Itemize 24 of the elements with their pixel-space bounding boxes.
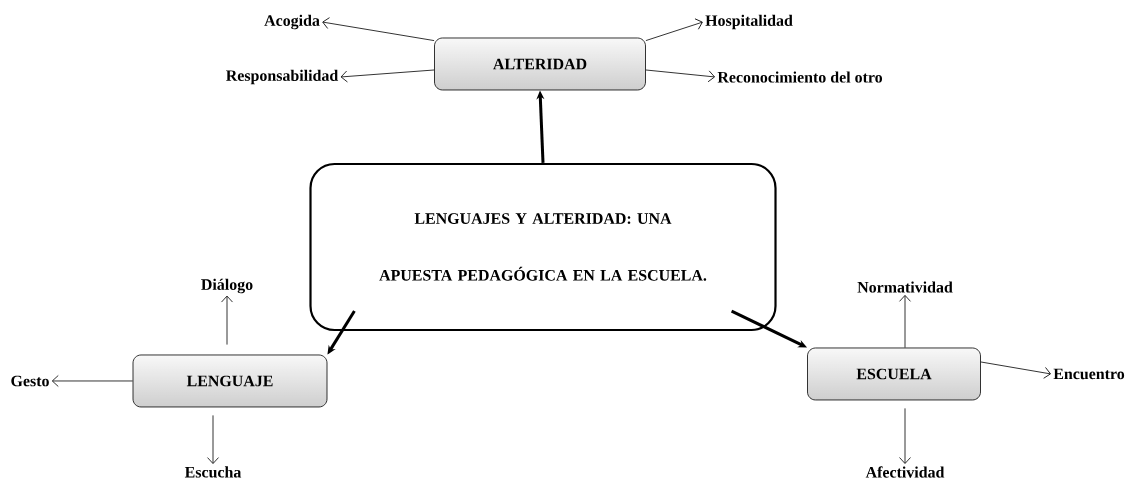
arrow [980,361,1051,379]
concept-label: Diálogo [201,278,253,294]
concept-label: Afectividad [865,466,945,478]
arrow [645,18,703,41]
concept-label: Reconocimiento del otro [717,71,883,83]
arrow [322,17,435,41]
concept-label: Hospitalidad [705,14,793,30]
arrow [51,375,133,387]
arrow [899,295,911,348]
concept-label: Escucha [184,466,242,478]
concept-label: Responsabilidad [226,69,339,85]
concept-box: ALTERIDAD [434,37,646,91]
concept-label: Normatividad [857,281,953,293]
concept-label: Encuentro [1053,368,1125,380]
concept-label: Gesto [11,375,49,387]
central-box: LENGUAJES Y ALTERIDAD: UNA APUESTA PEDAGÓGICA EN LA ESCUELA. [309,162,777,332]
concept-box: LENGUAJE [132,354,328,408]
arrow [221,295,233,345]
arrow [340,69,435,83]
concept-box: ESCUELA [807,347,981,401]
arrow [645,69,715,83]
arrow [207,415,219,464]
concept-label: Acogida [264,14,320,30]
arrow [899,408,911,464]
